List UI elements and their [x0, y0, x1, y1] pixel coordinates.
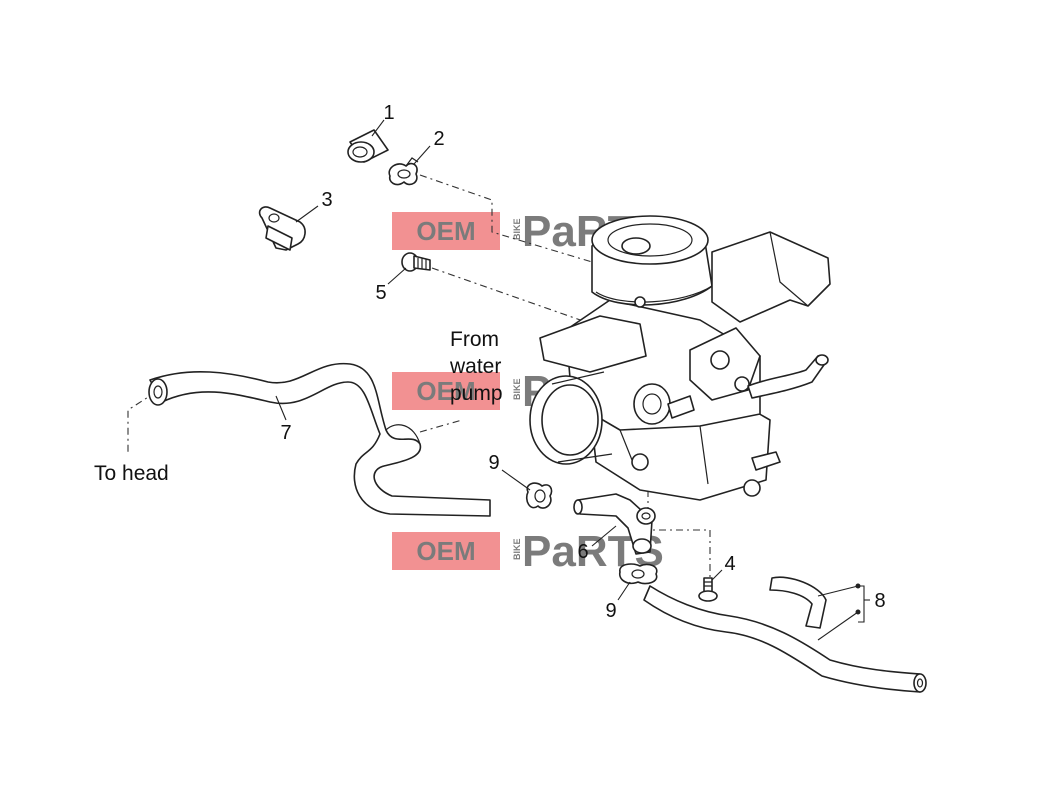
watermark-bike-text: BIKE	[512, 218, 522, 240]
part-5-screw	[401, 252, 431, 272]
watermark-oem-text: OEM	[416, 376, 475, 406]
watermark-bike-text: BIKE	[512, 378, 522, 400]
part-2-clamp	[388, 157, 419, 186]
watermark-bike-text: BIKE	[512, 538, 522, 560]
callout-9-lower: 9	[605, 600, 616, 622]
part-1-cap	[347, 129, 389, 163]
leader-lines	[275, 119, 870, 641]
callout-5: 5	[375, 282, 386, 304]
watermark-oem-text: OEM	[416, 216, 475, 246]
callout-2: 2	[433, 128, 444, 150]
part-7-hose	[148, 362, 491, 517]
label-from-water-pump-line1: From	[450, 328, 499, 351]
part-6-elbow-fitting	[573, 493, 656, 555]
callout-6: 6	[577, 541, 588, 563]
carburetor	[529, 215, 831, 501]
callout-4: 4	[724, 553, 735, 575]
part-4-bolt	[698, 577, 718, 602]
part-9-clamp-upper	[525, 482, 553, 509]
part-9-clamp-lower	[618, 563, 658, 585]
callout-9-upper: 9	[488, 452, 499, 474]
callout-8: 8	[874, 590, 885, 612]
callout-3: 3	[321, 189, 332, 211]
label-to-head: To head	[94, 462, 169, 485]
callout-7: 7	[280, 422, 291, 444]
part-8-hoses	[643, 576, 927, 693]
label-from-water-pump-line2: water	[449, 355, 501, 378]
watermark-oem-text: OEM	[416, 536, 475, 566]
part-3-clip	[258, 206, 306, 251]
callout-1: 1	[383, 102, 394, 124]
label-from-water-pump-line3: pump	[450, 382, 503, 405]
